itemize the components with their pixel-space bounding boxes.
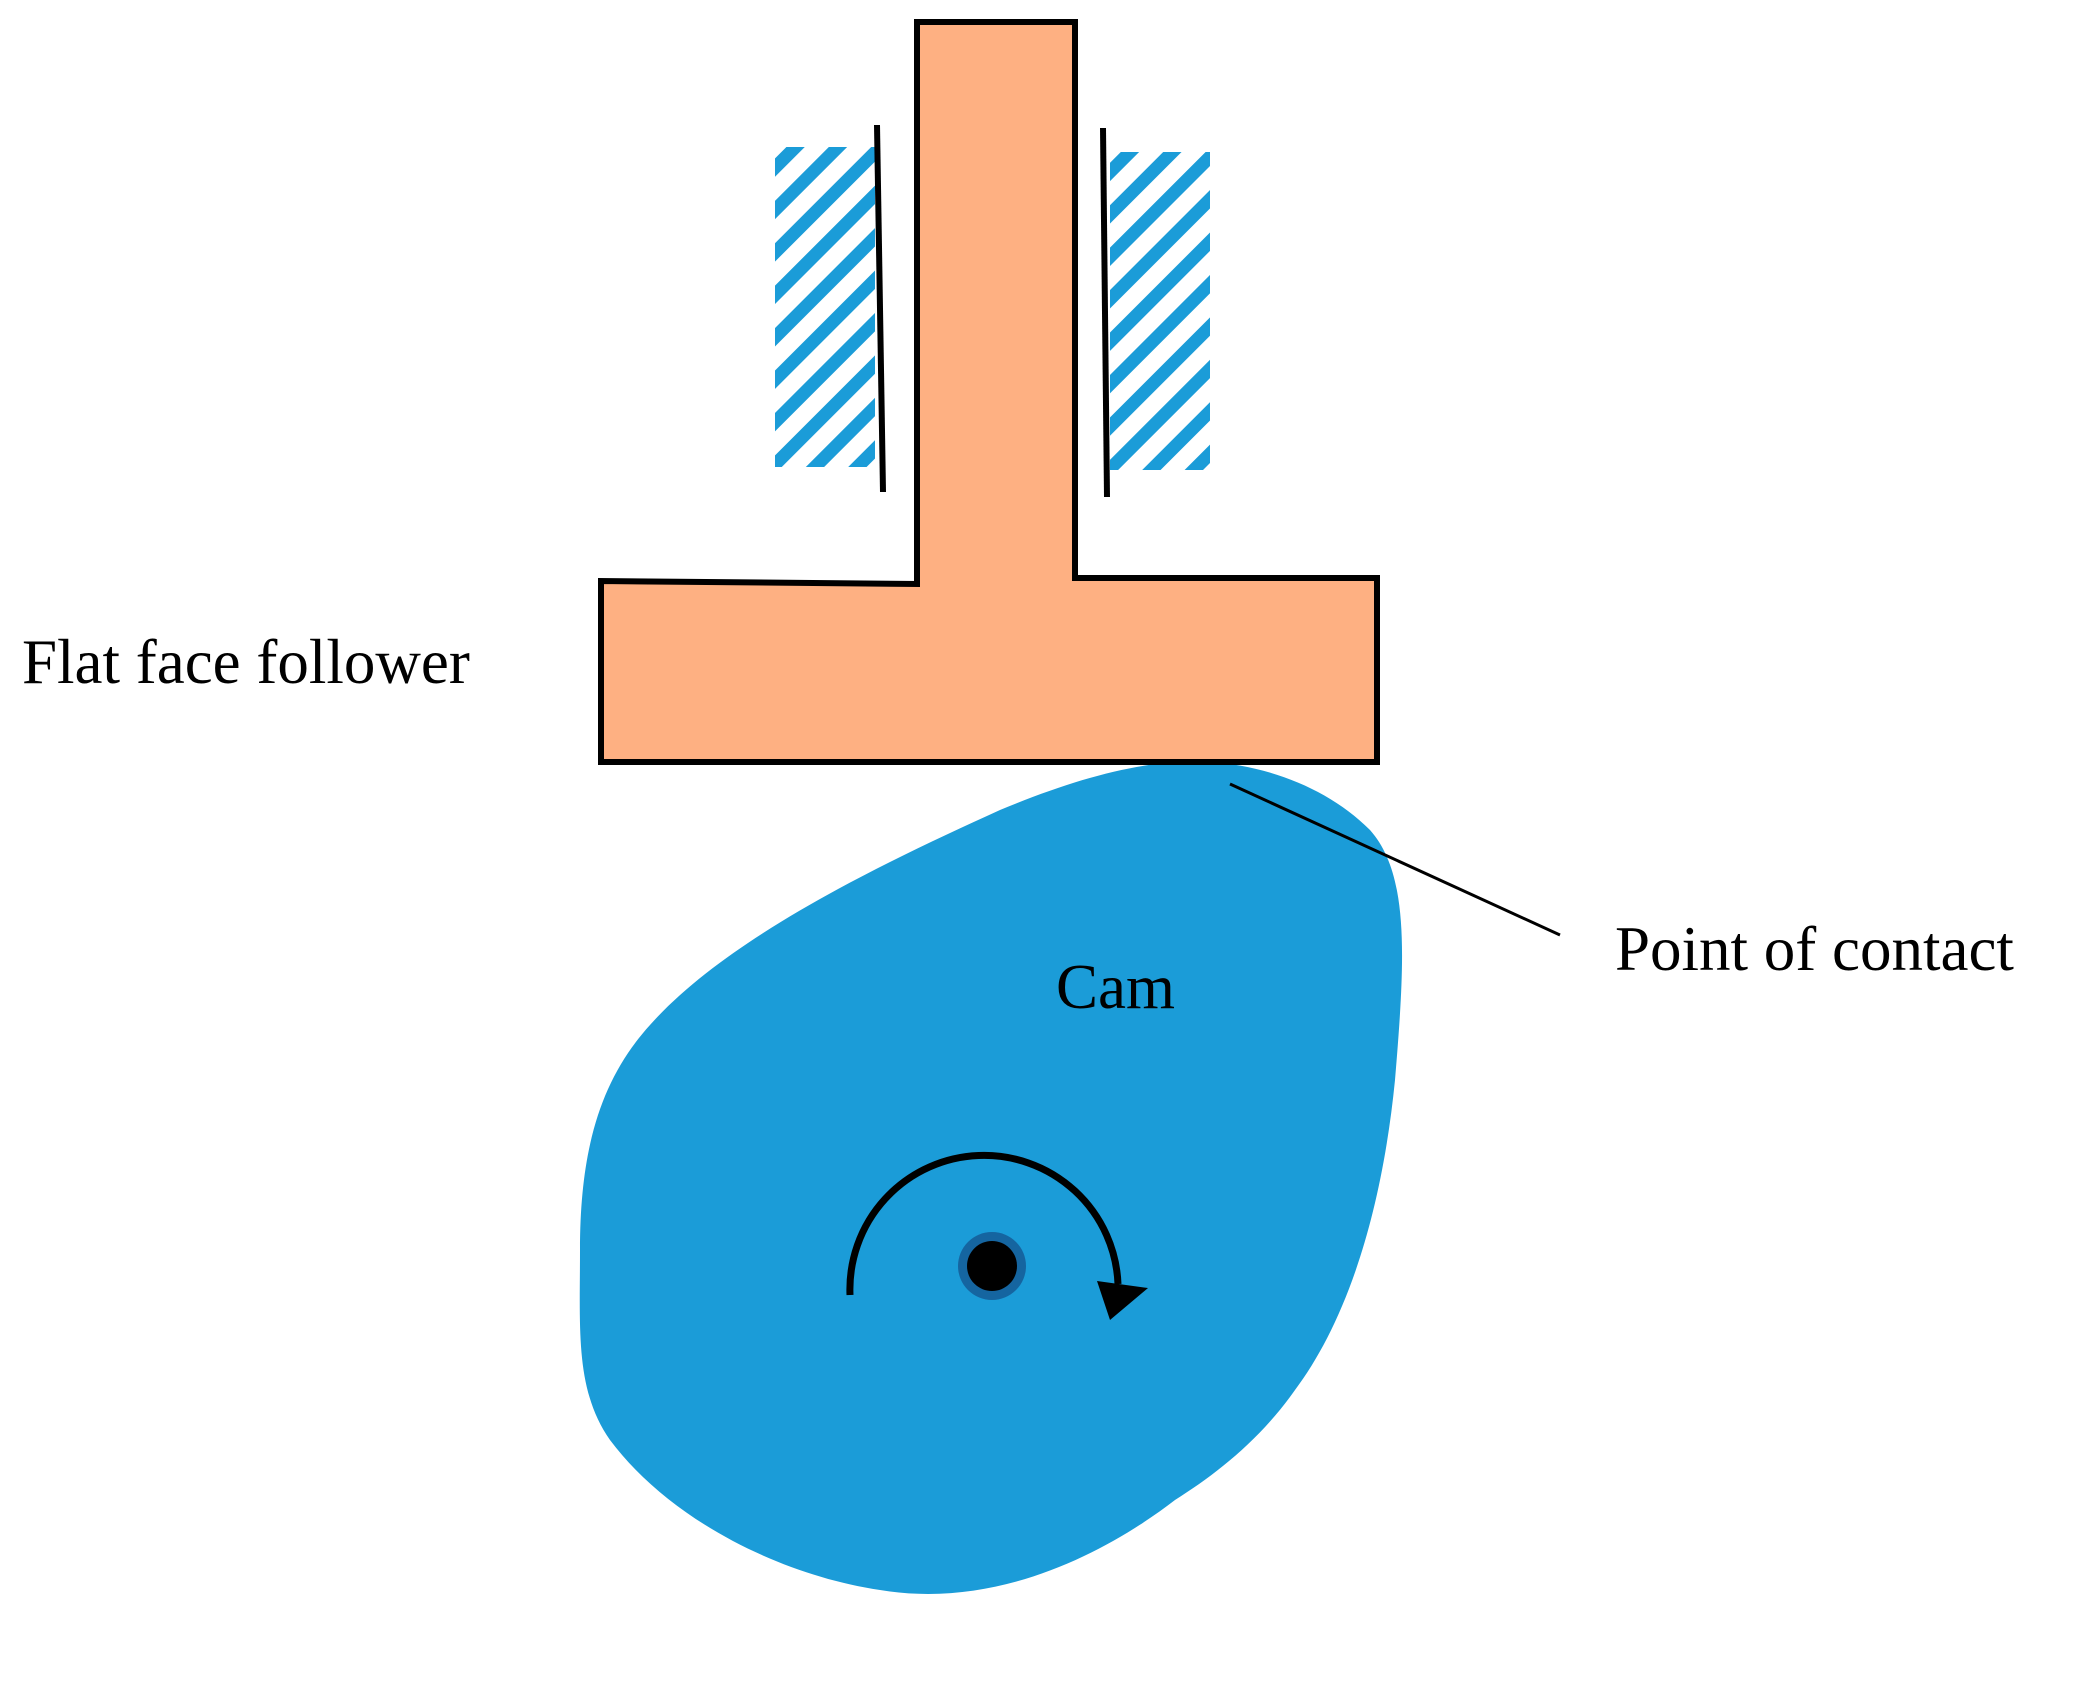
flat-face-follower (598, 19, 1380, 765)
guide-right (1100, 127, 1210, 498)
label-cam: Cam (1056, 952, 1175, 1022)
label-flat-face-follower: Flat face follower (22, 627, 470, 697)
guide-left (775, 124, 886, 493)
cam-body (579, 761, 1403, 1594)
shaft-dot-icon (958, 1232, 1026, 1300)
label-point-of-contact: Point of contact (1615, 914, 2014, 984)
clockwise-arrow-icon (846, 1151, 1148, 1320)
contact-leader-line (1229, 782, 1561, 937)
